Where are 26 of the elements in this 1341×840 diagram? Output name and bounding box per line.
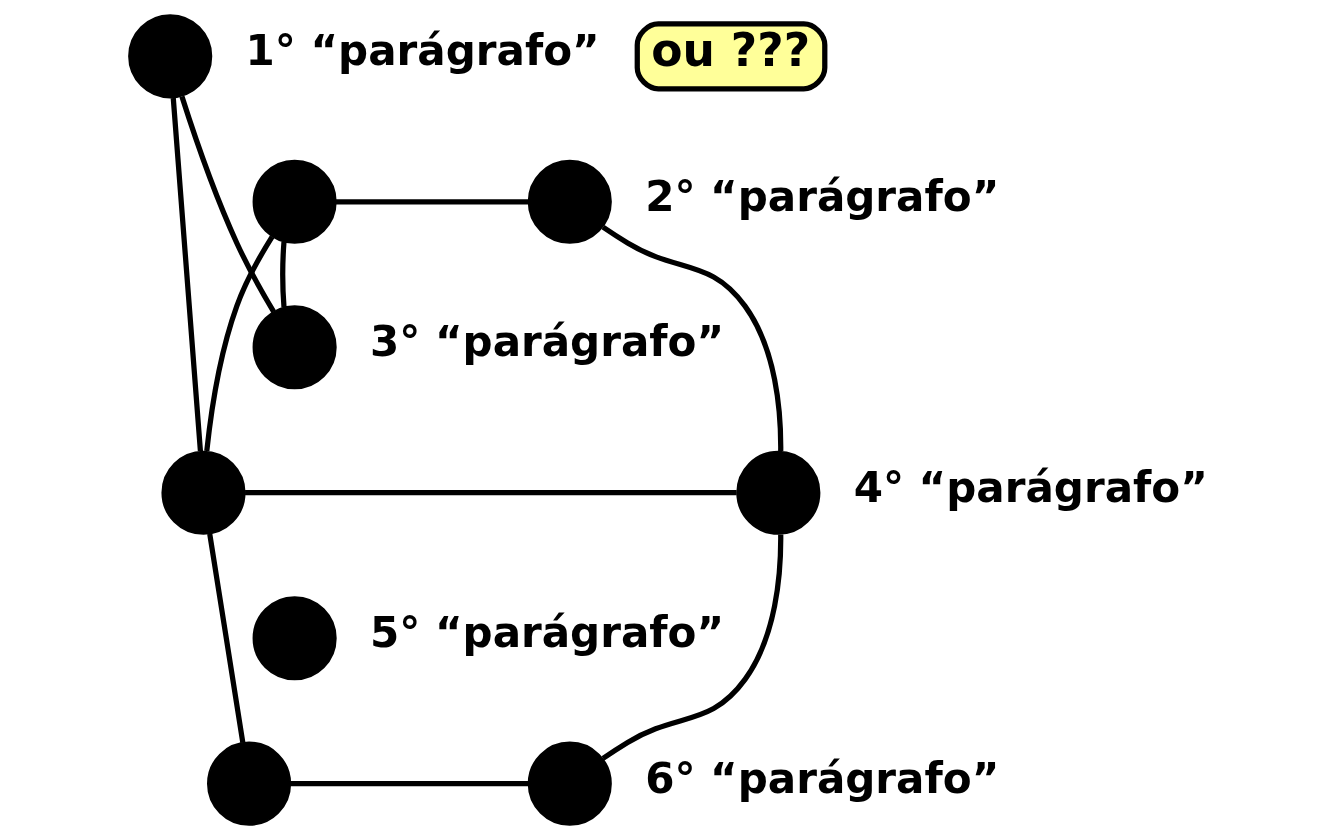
node-circle: [206, 741, 291, 826]
connector: [203, 235, 274, 452]
node-circle: [127, 14, 212, 99]
connector: [601, 534, 783, 761]
node-label: 3° “parágrafo”: [369, 317, 724, 367]
node-circle: [160, 450, 246, 535]
node-label: 4° “parágrafo”: [853, 462, 1208, 512]
node-circle: [735, 450, 820, 535]
node-label: 2° “parágrafo”: [644, 171, 999, 221]
connector: [289, 781, 528, 787]
node-label: 1° “parágrafo”: [245, 26, 600, 76]
connector: [170, 97, 203, 452]
connector: [206, 533, 245, 743]
node-circle: [527, 741, 612, 826]
connector: [244, 490, 737, 496]
node-label: 5° “parágrafo”: [369, 608, 724, 658]
node-label: 6° “parágrafo”: [644, 753, 999, 803]
node-circle: [252, 159, 337, 244]
connector: [335, 199, 528, 205]
node-circle: [527, 159, 612, 244]
node-circle: [252, 596, 337, 681]
node-circle: [252, 305, 337, 390]
connector: [601, 224, 783, 452]
connector: [279, 241, 287, 308]
connector: [178, 95, 276, 313]
node-box: ou ???: [634, 21, 827, 92]
